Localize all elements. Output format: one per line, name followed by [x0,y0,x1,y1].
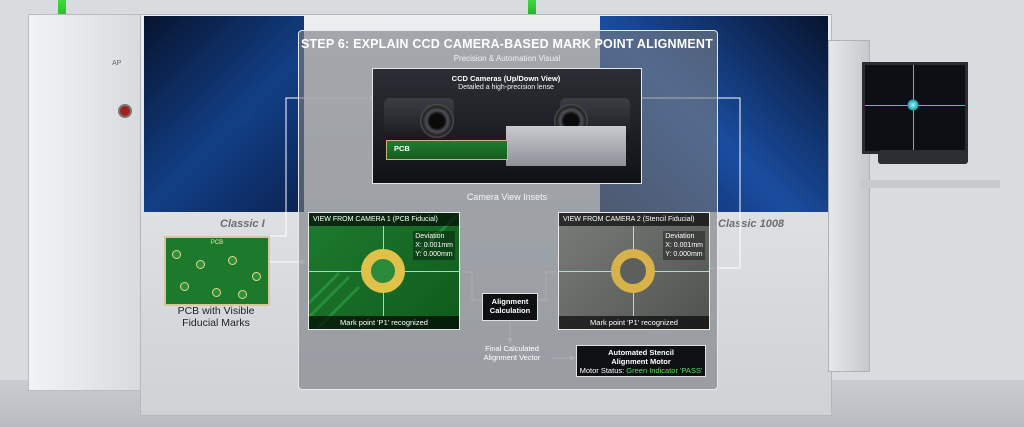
camera2-view-title: VIEW FROM CAMERA 2 (Stencil Fiducial) [559,213,709,226]
fiducial-ring [361,249,405,293]
fiducial-mark [172,250,181,259]
machine-logo: AP [112,60,122,67]
alignment-line1: Alignment [491,297,529,306]
motor-status-label: Motor Status: [579,366,627,375]
camera1-deviation: Deviation X: 0.001mm Y: 0.000mm [413,231,455,260]
fiducial-mark [212,288,221,297]
page-title: STEP 6: EXPLAIN CCD CAMERA-BASED MARK PO… [300,37,713,51]
motor-line1: Automated Stencil [608,348,674,357]
deviation-y: Y: 0.000mm [415,251,453,258]
machine-brand-right: Classic 1008 [718,218,785,230]
fiducial-mark [228,256,237,265]
camera2-deviation: Deviation X: 0.001mm Y: 0.000mm [663,231,705,260]
fiducial-mark [196,260,205,269]
camera2-caption: Mark point 'P1' recognized [559,316,709,329]
fiducial-ring [611,249,655,293]
vector-line2: Alignment Vector [483,353,541,362]
camera-lens-icon [420,104,454,138]
motor-status: Motor Status: Green Indicator 'PASS' [577,366,705,375]
deviation-label: Deviation [665,233,695,240]
camera-pcb-label: PCB [394,144,410,153]
motor-status-value: Green Indicator 'PASS' [626,366,703,375]
alignment-motor-box: Automated Stencil Alignment Motor Motor … [576,345,706,377]
camera1-view: VIEW FROM CAMERA 1 (PCB Fiducial) Deviat… [308,212,460,330]
keyboard [878,150,968,164]
insets-label: Camera View Insets [466,192,548,202]
deviation-x: X: 0.001mm [665,242,703,249]
camera1-view-title: VIEW FROM CAMERA 1 (PCB Fiducial) [309,213,459,226]
monitor [862,62,968,154]
emergency-stop-button[interactable] [118,104,132,118]
machine-brand-left: Classic I [220,218,265,230]
machine-left-cabinet [28,14,148,391]
pcb-board-label: PCB [210,240,224,246]
vector-line1: Final Calculated [485,344,539,353]
pcb-caption-line1: PCB with Visible [177,305,255,317]
alignment-line2: Calculation [489,306,531,315]
camera-title: CCD Cameras (Up/Down View) [451,74,561,83]
alignment-vector-label: Final Calculated Alignment Vector [474,344,550,362]
pcb-caption: PCB with Visible Fiducial Marks [160,305,272,329]
deviation-label: Deviation [415,233,445,240]
camera2-view: VIEW FROM CAMERA 2 (Stencil Fiducial) De… [558,212,710,330]
page-subtitle: Precision & Automation Visual [453,54,561,63]
stencil-frame [506,126,626,166]
pcb-board: PCB [164,236,270,306]
pcb-caption-line2: Fiducial Marks [182,317,250,329]
alignment-calculation-box: Alignment Calculation [482,293,538,321]
machine-window-left [144,16,304,212]
fiducial-mark [252,272,261,281]
pcb-strip [386,140,508,160]
deviation-y: Y: 0.000mm [665,251,703,258]
fiducial-mark [238,290,247,299]
monitor-arm [860,180,1000,188]
camera-subtitle: Detailed a high-precision lense [458,84,554,91]
deviation-x: X: 0.001mm [415,242,453,249]
motor-line2: Alignment Motor [611,357,671,366]
fiducial-mark [180,282,189,291]
camera1-caption: Mark point 'P1' recognized [309,316,459,329]
